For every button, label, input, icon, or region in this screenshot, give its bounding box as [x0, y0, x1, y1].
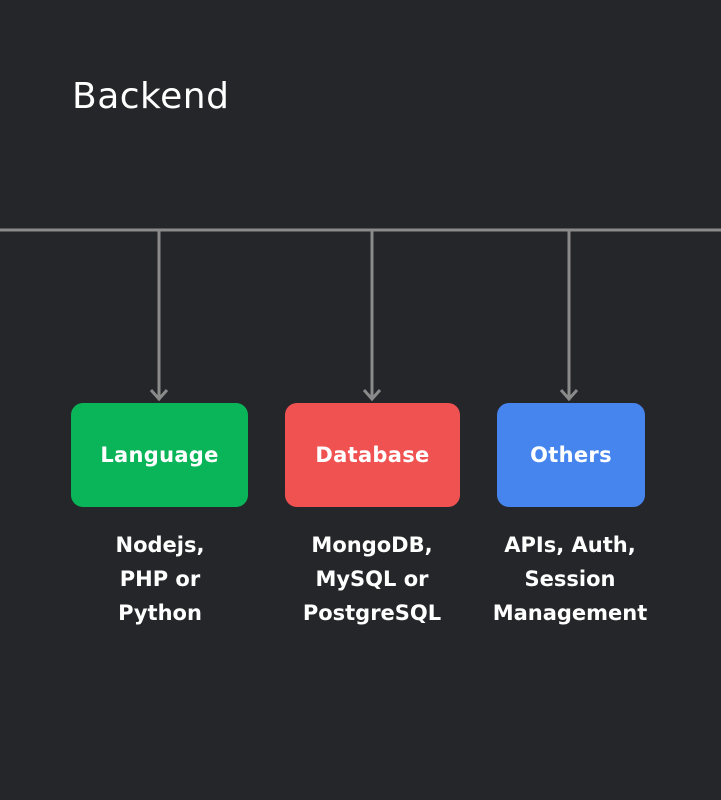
database-description: MongoDB, MySQL or PostgreSQL [272, 528, 472, 630]
language-desc-line: Nodejs, [115, 533, 205, 557]
others-label: Others [530, 443, 612, 467]
database-arrowhead-icon [362, 389, 382, 402]
language-desc-line: PHP or [119, 567, 201, 591]
diagram-title: Backend [72, 76, 230, 117]
others-description: APIs, Auth, Session Management [470, 528, 670, 630]
language-arrowhead-icon [149, 389, 169, 402]
language-label: Language [100, 443, 219, 467]
language-box: Language [71, 403, 248, 507]
language-description: Nodejs, PHP or Python [60, 528, 260, 630]
others-arrowhead-icon [559, 389, 579, 402]
database-box: Database [285, 403, 460, 507]
others-box: Others [497, 403, 645, 507]
database-label: Database [315, 443, 430, 467]
language-desc-line: Python [118, 601, 202, 625]
others-desc-line: Management [492, 601, 648, 625]
others-desc-line: APIs, Auth, [504, 533, 636, 557]
database-desc-line: MySQL or [315, 567, 429, 591]
database-desc-line: PostgreSQL [302, 601, 442, 625]
database-desc-line: MongoDB, [311, 533, 433, 557]
others-desc-line: Session [524, 567, 616, 591]
